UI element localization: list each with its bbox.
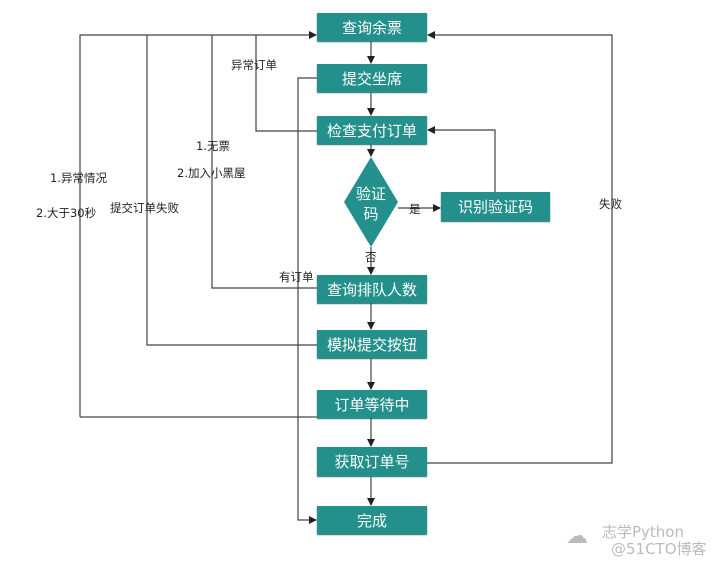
captcha-decision — [344, 157, 398, 247]
node-recognize-captcha: 识别验证码 — [441, 192, 550, 221]
node-query-queue: 查询排队人数 — [317, 275, 427, 303]
captcha-label: 验证码 — [355, 185, 386, 223]
label-no: 否 — [365, 250, 377, 264]
node-order-waiting: 订单等待中 — [317, 390, 427, 418]
label-no-ticket: 1.无票 — [196, 139, 230, 153]
node-check-pay-order: 检查支付订单 — [317, 116, 427, 144]
label-abnormal: 1.异常情况 — [50, 171, 107, 185]
label-has-order: 有订单 — [279, 270, 314, 284]
watermark-line1: 志学Python — [602, 523, 684, 541]
label-yes: 是 — [409, 202, 421, 216]
node-done: 完成 — [317, 506, 427, 534]
watermark-line2: @51CTO博客 — [611, 540, 707, 558]
label-submit-fail: 提交订单失败 — [110, 201, 179, 215]
label-over-30s: 2.大于30秒 — [36, 206, 97, 220]
node-simulate-submit: 模拟提交按钮 — [317, 330, 427, 358]
label-fail: 失败 — [599, 197, 622, 211]
node-get-order-no: 获取订单号 — [317, 447, 427, 476]
node-query-tickets: 查询余票 — [317, 13, 427, 41]
wechat-icon: ☁ — [566, 524, 588, 549]
node-submit-seat: 提交坐席 — [317, 64, 427, 92]
label-blacklist: 2.加入小黑屋 — [177, 166, 246, 180]
label-abnormal-order: 异常订单 — [231, 58, 277, 72]
